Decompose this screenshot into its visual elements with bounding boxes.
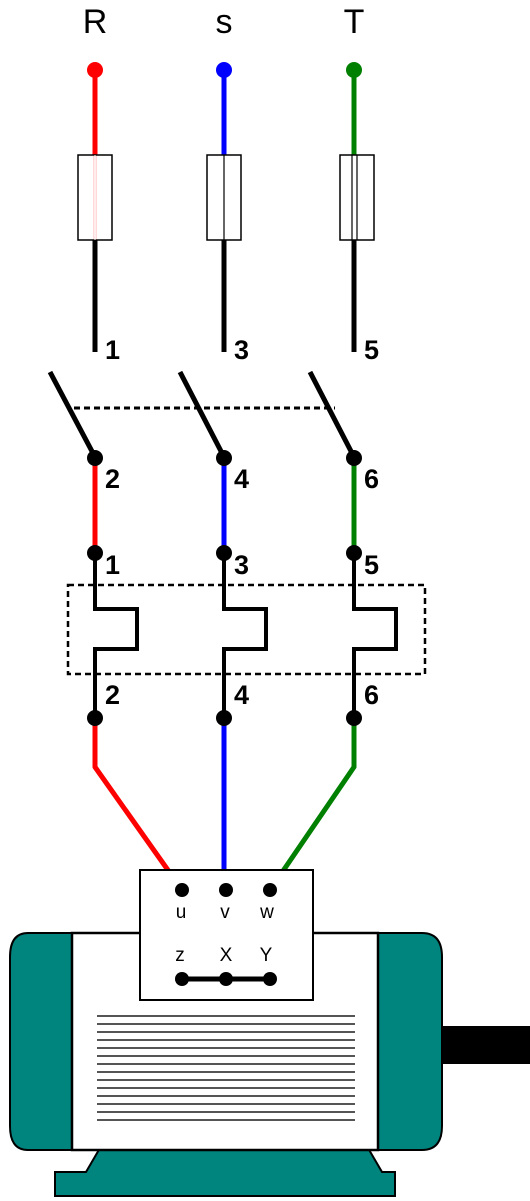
relay-element-s [222, 553, 268, 718]
relay-terminal-top-1: 1 [105, 550, 120, 580]
motor-terminal-y: Y [260, 945, 273, 966]
motor-terminal-node-v [219, 883, 233, 897]
relay-element-t [352, 553, 398, 718]
switch-terminal-top-3: 3 [234, 335, 249, 365]
motor-terminal-node-y [263, 972, 277, 986]
supply-terminal-r [87, 62, 103, 78]
switch-terminal-bottom-6: 6 [364, 464, 379, 494]
motor-feed-wire-t [267, 718, 357, 892]
fuse-s [206, 154, 242, 241]
overload-relay-enclosure [66, 583, 427, 676]
relay-terminal-top-5: 5 [364, 550, 379, 580]
switch-node-bottom-t [346, 450, 362, 466]
motor-terminal-v: v [220, 902, 230, 923]
motor: u v w z X Y [9, 869, 530, 1197]
supply-terminal-s [216, 62, 232, 78]
motor-terminal-node-u [175, 883, 189, 897]
switch-terminal-top-1: 1 [105, 335, 120, 365]
phase-label-s: s [216, 3, 233, 41]
supply-terminal-t [346, 62, 362, 78]
motor-terminal-node-w [263, 883, 277, 897]
fuse-r [77, 154, 113, 241]
phase-label-r: R [83, 3, 108, 41]
motor-end-cap-right [377, 932, 443, 1151]
motor-terminal-u: u [176, 902, 187, 923]
relay-node-top-r [87, 545, 103, 561]
motor-end-cap-left [9, 932, 73, 1151]
switch-terminal-top-5: 5 [364, 335, 379, 365]
motor-terminal-z: z [175, 945, 185, 966]
relay-node-top-t [346, 545, 362, 561]
switch-node-bottom-s [216, 450, 232, 466]
relay-node-top-s [216, 545, 232, 561]
relay-terminal-bottom-2: 2 [105, 680, 120, 710]
motor-feed-wire-r [92, 718, 185, 892]
switch-blade-t [307, 370, 357, 459]
switch-terminal-bottom-4: 4 [234, 464, 249, 494]
phase-label-t: T [344, 3, 365, 41]
switch-blade-r [47, 370, 98, 459]
relay-terminal-bottom-4: 4 [234, 680, 249, 710]
switch-terminal-bottom-2: 2 [105, 464, 120, 494]
motor-cooling-fins [97, 1015, 355, 1121]
relay-node-bottom-t [346, 710, 362, 726]
switch-node-bottom-r [87, 450, 103, 466]
relay-terminal-top-3: 3 [234, 550, 249, 580]
switch-blade-s [177, 370, 227, 459]
motor-shaft [442, 1026, 530, 1064]
motor-terminal-x: X [220, 945, 233, 966]
relay-node-bottom-s [216, 710, 232, 726]
relay-element-r [93, 553, 139, 718]
fuse-t [339, 154, 375, 241]
motor-terminal-w: w [259, 902, 274, 923]
relay-node-bottom-r [87, 710, 103, 726]
motor-terminal-node-z [175, 972, 189, 986]
motor-terminal-node-x [219, 972, 233, 986]
motor-base [54, 1147, 396, 1197]
relay-terminal-bottom-6: 6 [364, 680, 379, 710]
